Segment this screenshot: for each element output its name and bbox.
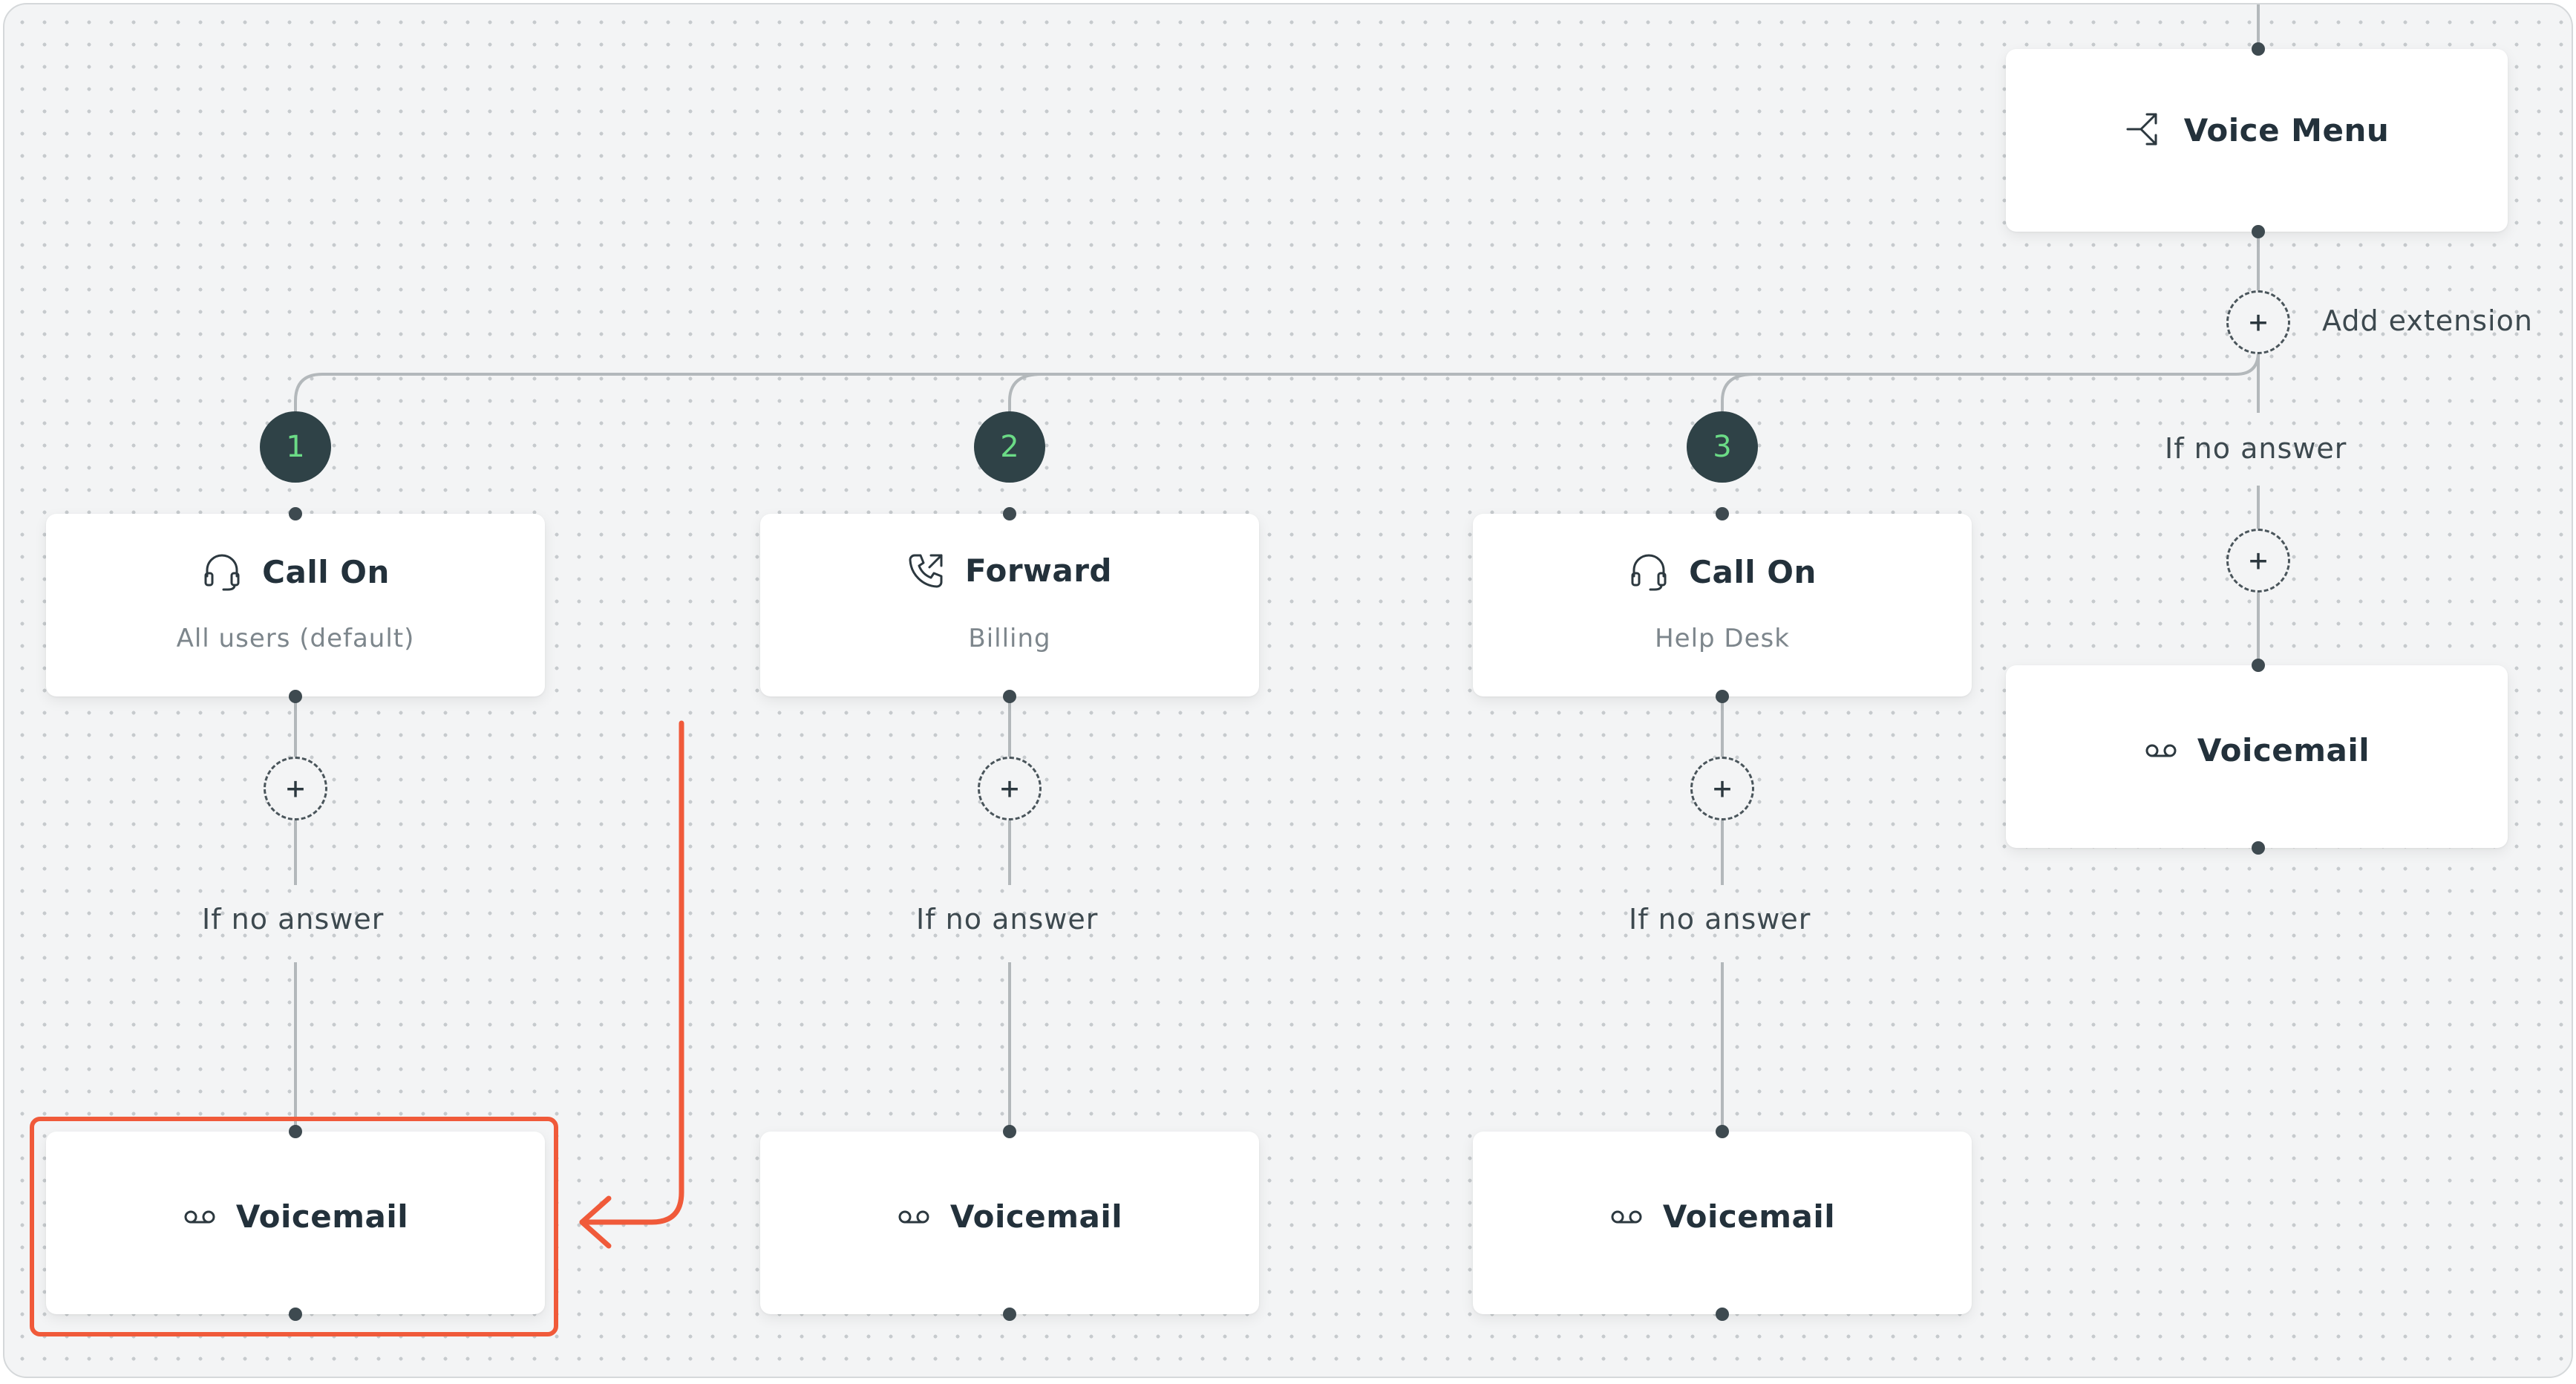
connection-port[interactable] [2252, 659, 2265, 672]
if-no-answer-label: If no answer [202, 903, 385, 936]
connection-port[interactable] [1003, 507, 1016, 520]
add-step-button[interactable]: + [978, 757, 1042, 820]
connection-port[interactable] [2252, 225, 2265, 238]
add-extension-label[interactable]: Add extension [2322, 304, 2533, 337]
connection-port[interactable] [289, 507, 302, 520]
connection-port[interactable] [1716, 1125, 1729, 1138]
call-on-target: All users (default) [176, 624, 415, 653]
headset-icon [201, 551, 243, 593]
annotation-arrow [579, 720, 684, 1249]
voicemail-node[interactable]: Voicemail [760, 1132, 1259, 1314]
add-step-button[interactable]: + [264, 757, 327, 820]
forward-title: Forward [965, 552, 1112, 589]
branch-arrows-icon [2125, 110, 2165, 150]
voice-menu-node[interactable]: Voice Menu [2006, 49, 2508, 232]
voicemail-icon [897, 1208, 931, 1226]
menu-add-step-button[interactable]: + [2226, 529, 2290, 593]
connection-port[interactable] [1003, 1125, 1016, 1138]
voicemail-title: Voicemail [1662, 1198, 1836, 1235]
connection-port[interactable] [1003, 690, 1016, 703]
connection-port[interactable] [1716, 1308, 1729, 1321]
voicemail-title: Voicemail [2197, 732, 2370, 768]
voicemail-title: Voicemail [949, 1198, 1123, 1235]
connection-port[interactable] [2252, 841, 2265, 855]
call-on-node[interactable]: Call On All users (default) [46, 514, 545, 696]
voicemail-node[interactable]: Voicemail [1473, 1132, 1972, 1314]
annotation-highlight-box [30, 1117, 558, 1336]
connection-port[interactable] [289, 1125, 302, 1138]
connection-port[interactable] [2252, 42, 2265, 56]
flow-canvas[interactable]: Voice Menu + Add extension If no answer … [3, 3, 2573, 1378]
add-extension-button[interactable]: + [2226, 290, 2290, 354]
connection-port[interactable] [289, 1308, 302, 1321]
extension-number-badge: 3 [1687, 411, 1758, 483]
voice-menu-title: Voice Menu [2183, 111, 2390, 148]
voicemail-title: Voicemail [235, 1198, 409, 1235]
menu-voicemail-node[interactable]: Voicemail [2006, 665, 2508, 848]
phone-forward-icon [907, 551, 946, 590]
extension-number-badge: 2 [974, 411, 1045, 483]
voicemail-icon [1609, 1208, 1644, 1226]
if-no-answer-label: If no answer [916, 903, 1099, 936]
call-on-target: Help Desk [1655, 624, 1790, 653]
forward-target: Billing [968, 624, 1051, 653]
voicemail-icon [183, 1208, 217, 1226]
connection-port[interactable] [289, 690, 302, 703]
extension-number-badge: 1 [260, 411, 331, 483]
call-on-title: Call On [1689, 553, 1817, 590]
connection-port[interactable] [1716, 507, 1729, 520]
call-on-node[interactable]: Call On Help Desk [1473, 514, 1972, 696]
voicemail-icon [2144, 742, 2178, 760]
call-on-title: Call On [262, 553, 390, 590]
menu-if-no-answer-label: If no answer [2165, 432, 2347, 465]
connection-port[interactable] [1003, 1308, 1016, 1321]
add-step-button[interactable]: + [1690, 757, 1754, 820]
voicemail-node[interactable]: Voicemail [46, 1132, 545, 1314]
if-no-answer-label: If no answer [1629, 903, 1811, 936]
connection-port[interactable] [1716, 690, 1729, 703]
headset-icon [1628, 551, 1670, 593]
forward-node[interactable]: Forward Billing [760, 514, 1259, 696]
